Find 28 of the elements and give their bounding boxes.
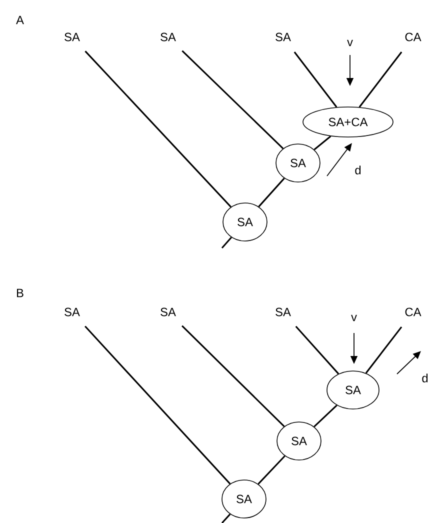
branch-line [258,455,286,485]
branch-line [295,326,340,374]
taxon-label: CA [405,32,422,42]
taxon-label: SA [160,32,176,42]
taxon-label: SA [160,308,176,316]
panel-label: A [16,16,24,24]
branch-line [365,326,402,374]
taxon-label: SA [64,32,80,42]
taxon-label: SA [276,308,291,316]
branch-line [84,50,232,208]
branch-line [221,514,231,523]
branch-line [182,50,284,150]
taxon-label: SA [276,32,291,42]
branch-line [221,236,232,249]
branch-line [84,326,231,484]
taxon-label: SA [64,308,80,316]
branch-line [294,51,338,108]
symbol-label: d [422,374,428,382]
branch-line [258,178,285,208]
branch-line [314,404,338,428]
symbol-label: v [351,314,357,322]
branch-line [182,325,285,427]
symbol-label: v [347,40,353,46]
branch-line [314,136,332,150]
taxon-label: CA [405,308,422,316]
branch-line [358,51,402,108]
panel-label: B [17,288,24,298]
symbol-label: d [355,166,361,174]
